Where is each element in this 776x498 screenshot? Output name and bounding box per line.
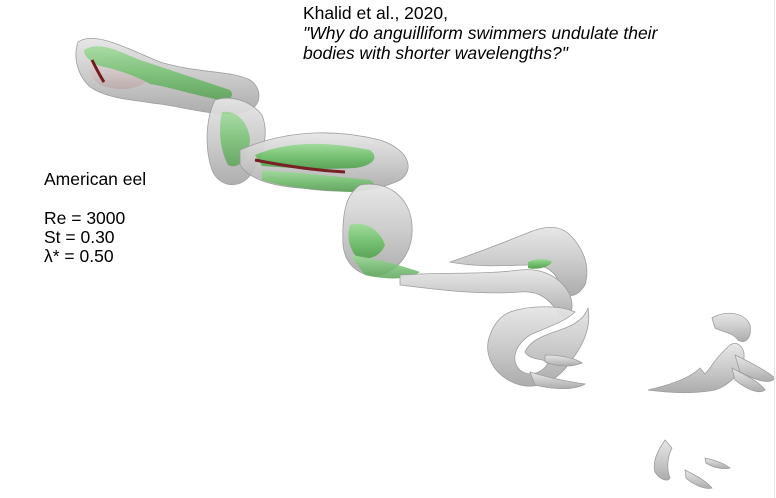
vortex-wake-ring-2 [487,306,590,390]
vortex-wake-ring-1 [399,227,588,317]
vortex-wake-ring-3 [647,312,776,394]
wavelength-value: λ* = 0.50 [44,246,114,266]
species-label: American eel [44,169,147,189]
vortex-wake-fragment [653,439,731,489]
vortex-shear-segment [239,132,409,192]
citation: Khalid et al., 2020, "Why do anguillifor… [303,3,657,63]
citation-authors: Khalid et al., 2020, [303,3,448,23]
reynolds-number: Re = 3000 [44,208,126,228]
eel-body [75,37,260,115]
strouhal-number: St = 0.30 [44,227,115,247]
frame-edge [774,0,775,498]
vortex-bend-2 [342,183,420,279]
citation-title-line-1: "Why do anguilliform swimmers undulate t… [303,23,658,43]
citation-title-line-2: bodies with shorter wavelengths?" [303,43,568,63]
simulation-parameters: American eel Re = 3000 St = 0.30 λ* = 0.… [44,170,146,266]
